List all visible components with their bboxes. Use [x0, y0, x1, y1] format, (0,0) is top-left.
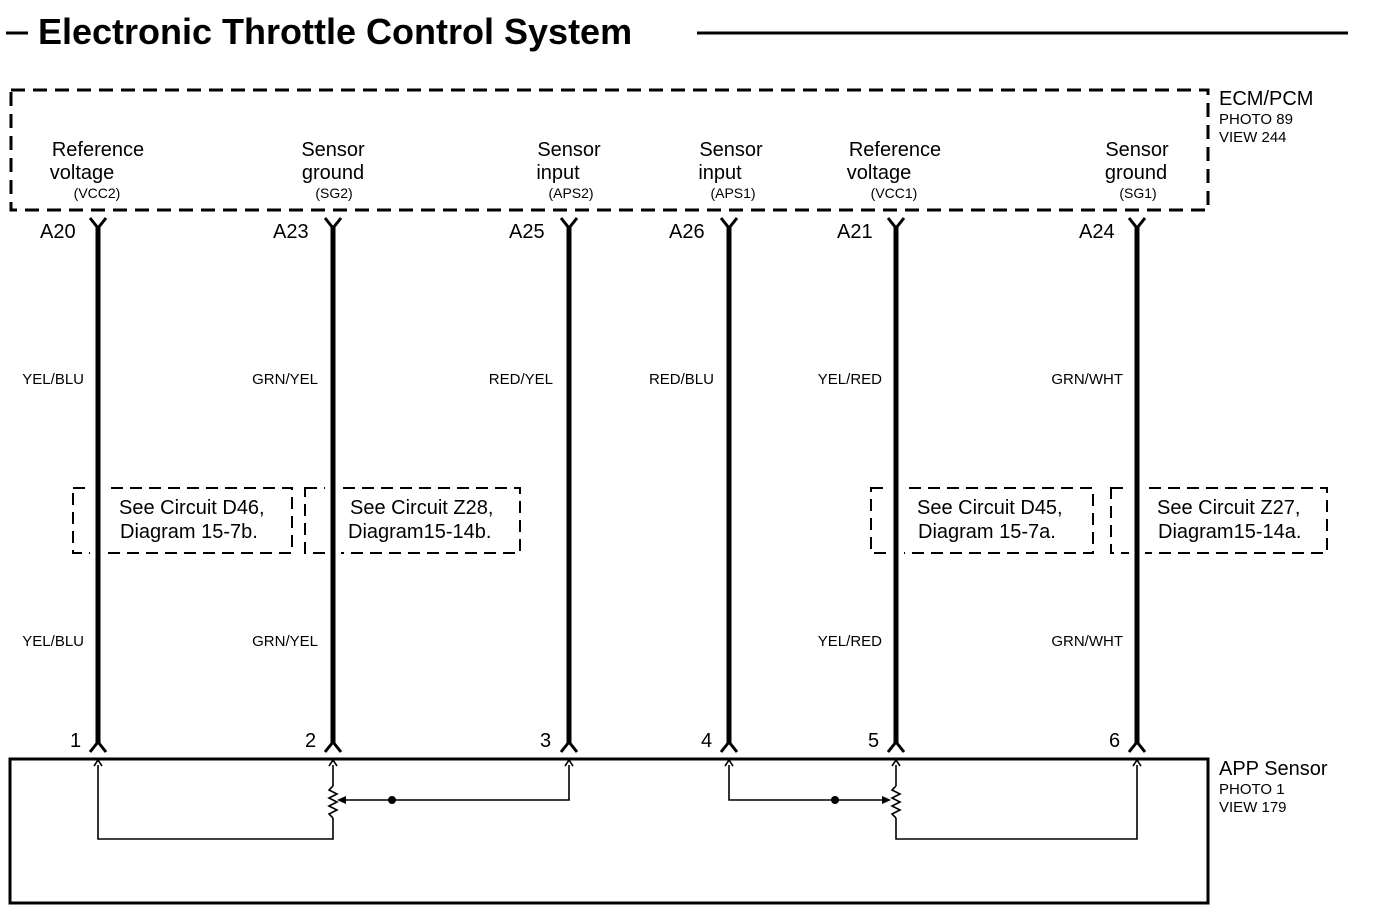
wire-color-5-upper: YEL/RED	[818, 371, 882, 388]
wiper-arrows	[337, 796, 891, 804]
sensor-pin-6: 6	[1109, 730, 1120, 752]
signal-label-2-line1: Sensor	[301, 139, 365, 161]
signal-id-3: (APS2)	[548, 185, 593, 201]
reference-3-line1[interactable]: See Circuit D45,	[917, 497, 1063, 519]
signal-label-3-line2: input	[536, 162, 580, 184]
ecm-name: ECM/PCM	[1219, 88, 1313, 110]
wire-color-1-upper: YEL/BLU	[22, 371, 84, 388]
ecm-pin-6: A24	[1079, 221, 1115, 243]
signal-label-4-line2: input	[698, 162, 742, 184]
wire-color-4-upper: RED/BLU	[649, 371, 714, 388]
pot2-wiper-arrow	[882, 796, 891, 804]
app-sensor-name: APP Sensor	[1219, 758, 1328, 780]
sensor-terminals	[88, 739, 1147, 753]
pot2-loop	[895, 765, 1138, 840]
app-sensor-box	[8, 757, 1210, 905]
sensor-pin-1: 1	[70, 730, 81, 752]
app-sensor-view: VIEW 179	[1219, 799, 1287, 816]
reference-4-line1[interactable]: See Circuit Z27,	[1157, 497, 1300, 519]
ecm-box	[9, 88, 1210, 212]
sensor-pin-4: 4	[701, 730, 712, 752]
pot2-resistor	[890, 785, 902, 819]
pot2-junction-dot	[831, 796, 839, 804]
sensor-internal-circuit	[93, 758, 1142, 840]
reference-box-3	[870, 487, 1094, 554]
reference-box-1	[72, 487, 293, 554]
signal-id-4: (APS1)	[710, 185, 755, 201]
signal-id-6: (SG1)	[1119, 185, 1156, 201]
pot2-wiper-lead	[728, 765, 886, 801]
reference-3-line2[interactable]: Diagram 15-7a.	[918, 521, 1056, 543]
ecm-pin-5: A21	[837, 221, 873, 243]
reference-1-line1[interactable]: See Circuit D46,	[119, 497, 265, 519]
reference-box-4	[1110, 487, 1328, 554]
wire-redraw	[95, 480, 1140, 561]
sensor-pin-2: 2	[305, 730, 316, 752]
pot1-wiper-lead	[345, 765, 570, 801]
wires	[95, 226, 1140, 744]
reference-boxes	[72, 487, 1328, 554]
wire-color-5-lower: YEL/RED	[818, 633, 882, 650]
ecm-pin-1: A20	[40, 221, 76, 243]
pot1-junction-dot	[388, 796, 396, 804]
signal-label-6-line2: ground	[1105, 162, 1167, 184]
ecm-pin-2: A23	[273, 221, 309, 243]
pot1-resistor	[327, 785, 339, 819]
pot1-loop	[97, 765, 334, 840]
ecm-pin-3: A25	[509, 221, 545, 243]
sensor-pin-5: 5	[868, 730, 879, 752]
reference-box-2	[304, 487, 521, 554]
sensor-pin-3: 3	[540, 730, 551, 752]
wire-color-2-upper: GRN/YEL	[252, 371, 318, 388]
signal-label-1-line1: Reference	[52, 139, 144, 161]
diagram-title: Electronic Throttle Control System	[38, 11, 632, 52]
signal-label-5-line1: Reference	[849, 139, 941, 161]
reference-2-line2[interactable]: Diagram15-14b.	[348, 521, 491, 543]
signal-label-4-line1: Sensor	[699, 139, 763, 161]
ecm-photo: PHOTO 89	[1219, 111, 1293, 128]
signal-id-5: (VCC1)	[871, 185, 918, 201]
signal-id-1: (VCC2)	[74, 185, 121, 201]
reference-2-line1[interactable]: See Circuit Z28,	[350, 497, 493, 519]
signal-id-2: (SG2)	[315, 185, 352, 201]
wire-color-6-lower: GRN/WHT	[1051, 633, 1123, 650]
ecm-view: VIEW 244	[1219, 129, 1287, 146]
signal-label-2-line2: ground	[302, 162, 364, 184]
ecm-terminals	[88, 217, 1147, 231]
reference-1-line2[interactable]: Diagram 15-7b.	[120, 521, 258, 543]
signal-label-5-line2: voltage	[847, 162, 912, 184]
signal-label-6-line1: Sensor	[1105, 139, 1169, 161]
pot1-wiper-arrow	[337, 796, 346, 804]
wire-color-6-upper: GRN/WHT	[1051, 371, 1123, 388]
app-sensor-photo: PHOTO 1	[1219, 781, 1285, 798]
signal-label-3-line1: Sensor	[537, 139, 601, 161]
signal-label-1-line2: voltage	[50, 162, 115, 184]
ecm-pin-4: A26	[669, 221, 705, 243]
wire-color-1-lower: YEL/BLU	[22, 633, 84, 650]
wire-color-2-lower: GRN/YEL	[252, 633, 318, 650]
reference-4-line2[interactable]: Diagram15-14a.	[1158, 521, 1301, 543]
wire-color-3-upper: RED/YEL	[489, 371, 553, 388]
